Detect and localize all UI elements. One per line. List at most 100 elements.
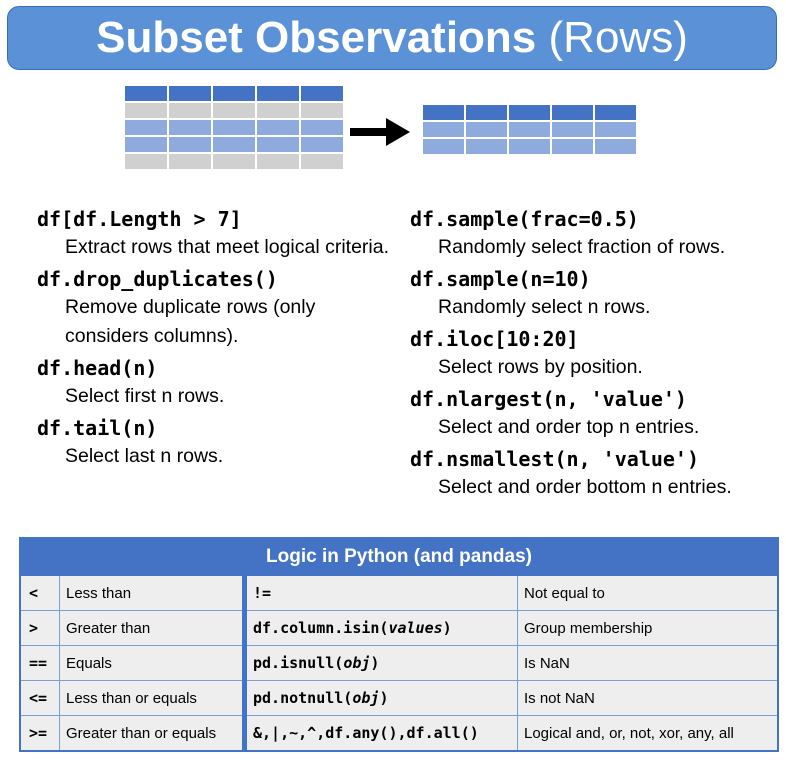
operator-meaning: Equals bbox=[59, 645, 247, 681]
logic-row: >=Greater than or equals &,|,~,^,df.any()… bbox=[19, 715, 779, 752]
function-code: df.sample(n=10) bbox=[410, 267, 591, 291]
grid-cell bbox=[125, 103, 167, 118]
function-description: Select last n rows. bbox=[65, 445, 224, 467]
right-function-list: df.sample(frac=0.5)Randomly select fract… bbox=[410, 205, 780, 505]
operator-meaning: Less than or equals bbox=[59, 680, 247, 716]
grid-cell bbox=[509, 122, 550, 137]
function-code: df.nlargest(n, 'value') bbox=[410, 387, 687, 411]
grid-cell bbox=[169, 154, 211, 169]
grid-cell bbox=[595, 139, 636, 154]
expression-argument: obj bbox=[343, 654, 371, 672]
function-entry: df.nsmallest(n, 'value')Select and order… bbox=[410, 445, 780, 502]
grid-cell bbox=[169, 137, 211, 152]
function-entry: df.sample(n=10) Randomly select n rows. bbox=[410, 265, 780, 322]
function-code: df.sample(frac=0.5) bbox=[410, 207, 639, 231]
grid-cell bbox=[257, 103, 299, 118]
function-code: df.nsmallest(n, 'value') bbox=[410, 447, 699, 471]
expression-code: pd.isnull( bbox=[253, 654, 344, 672]
title-main: Subset Observations bbox=[96, 13, 537, 62]
function-entry: df.head(n) Select first n rows. bbox=[37, 354, 397, 411]
grid-cell bbox=[213, 120, 255, 135]
function-code: df.tail(n) bbox=[37, 416, 158, 440]
grid-cell bbox=[125, 154, 167, 169]
grid-cell bbox=[552, 122, 593, 137]
logic-table: Logic in Python (and pandas) <Less than!… bbox=[19, 537, 779, 752]
function-description: Extract rows that meet logical criteria. bbox=[65, 236, 390, 258]
grid-cell bbox=[595, 105, 636, 120]
grid-cell bbox=[466, 105, 507, 120]
function-description: Select first n rows. bbox=[65, 385, 225, 407]
operator-symbol: < bbox=[19, 574, 60, 611]
function-description: Select and order top n entries. bbox=[438, 416, 700, 438]
grid-cell bbox=[257, 120, 299, 135]
grid-cell bbox=[125, 86, 167, 101]
grid-cell bbox=[423, 139, 464, 154]
function-description: Remove duplicate rows (only considers co… bbox=[65, 296, 316, 347]
expression-explanation: Logical and, or, not, xor, any, all bbox=[517, 715, 779, 752]
grid-cell bbox=[595, 122, 636, 137]
logic-table-header: Logic in Python (and pandas) bbox=[19, 537, 779, 576]
title-suffix: (Rows) bbox=[548, 13, 688, 62]
page-title: Subset Observations (Rows) bbox=[96, 16, 688, 60]
grid-cell bbox=[169, 86, 211, 101]
grid-cell bbox=[125, 137, 167, 152]
operator-symbol: > bbox=[19, 610, 60, 646]
logic-expression: pd.notnull(obj) bbox=[242, 680, 518, 716]
grid-cell bbox=[423, 105, 464, 120]
expression-explanation: Not equal to bbox=[517, 574, 779, 611]
operator-symbol: == bbox=[19, 645, 60, 681]
expression-code: pd.notnull( bbox=[253, 689, 353, 707]
expression-close: ) bbox=[379, 689, 389, 707]
grid-cell bbox=[466, 139, 507, 154]
grid-cell bbox=[169, 120, 211, 135]
expression-explanation: Group membership bbox=[517, 610, 779, 646]
grid-cell bbox=[125, 120, 167, 135]
logic-expression: &,|,~,^,df.any(),df.all() bbox=[242, 715, 518, 752]
function-entry: df.iloc[10:20] Select rows by position. bbox=[410, 325, 780, 382]
expression-code: != bbox=[253, 584, 272, 602]
logic-row: <Less than != Not equal to bbox=[19, 574, 779, 611]
subset-table-illustration bbox=[423, 105, 636, 154]
grid-cell bbox=[257, 86, 299, 101]
operator-meaning: Less than bbox=[59, 574, 247, 611]
operator-meaning: Greater than or equals bbox=[59, 715, 247, 752]
function-entry: df.sample(frac=0.5)Randomly select fract… bbox=[410, 205, 780, 262]
grid-cell bbox=[552, 139, 593, 154]
expression-argument: values bbox=[388, 619, 443, 637]
operator-symbol: <= bbox=[19, 680, 60, 716]
grid-cell bbox=[213, 103, 255, 118]
grid-cell bbox=[509, 139, 550, 154]
grid-cell bbox=[301, 86, 343, 101]
expression-argument: obj bbox=[352, 689, 380, 707]
operator-symbol: >= bbox=[19, 715, 60, 752]
grid-cell bbox=[257, 154, 299, 169]
title-banner: Subset Observations (Rows) bbox=[7, 6, 777, 70]
function-entry: df.nlargest(n, 'value') Select and order … bbox=[410, 385, 780, 442]
expression-close: ) bbox=[442, 619, 452, 637]
expression-close: ) bbox=[370, 654, 380, 672]
function-code: df.head(n) bbox=[37, 356, 158, 380]
grid-cell bbox=[213, 137, 255, 152]
grid-cell bbox=[301, 120, 343, 135]
logic-row: ==Equals pd.isnull(obj) Is NaN bbox=[19, 645, 779, 681]
grid-cell bbox=[301, 137, 343, 152]
grid-cell bbox=[423, 122, 464, 137]
grid-cell bbox=[466, 122, 507, 137]
grid-cell bbox=[257, 137, 299, 152]
function-entry: df.tail(n) Select last n rows. bbox=[37, 414, 397, 471]
grid-cell bbox=[301, 154, 343, 169]
grid-cell bbox=[213, 154, 255, 169]
grid-cell bbox=[169, 103, 211, 118]
operator-meaning: Greater than bbox=[59, 610, 247, 646]
function-code: df.iloc[10:20] bbox=[410, 327, 579, 351]
right-arrow-icon bbox=[350, 118, 410, 146]
grid-cell bbox=[509, 105, 550, 120]
function-description: Randomly select n rows. bbox=[438, 296, 651, 318]
logic-expression: != bbox=[242, 574, 518, 611]
function-description: Select rows by position. bbox=[438, 356, 643, 378]
expression-explanation: Is NaN bbox=[517, 645, 779, 681]
grid-cell bbox=[552, 105, 593, 120]
expression-code: &,|,~,^,df.any(),df.all() bbox=[253, 724, 479, 742]
